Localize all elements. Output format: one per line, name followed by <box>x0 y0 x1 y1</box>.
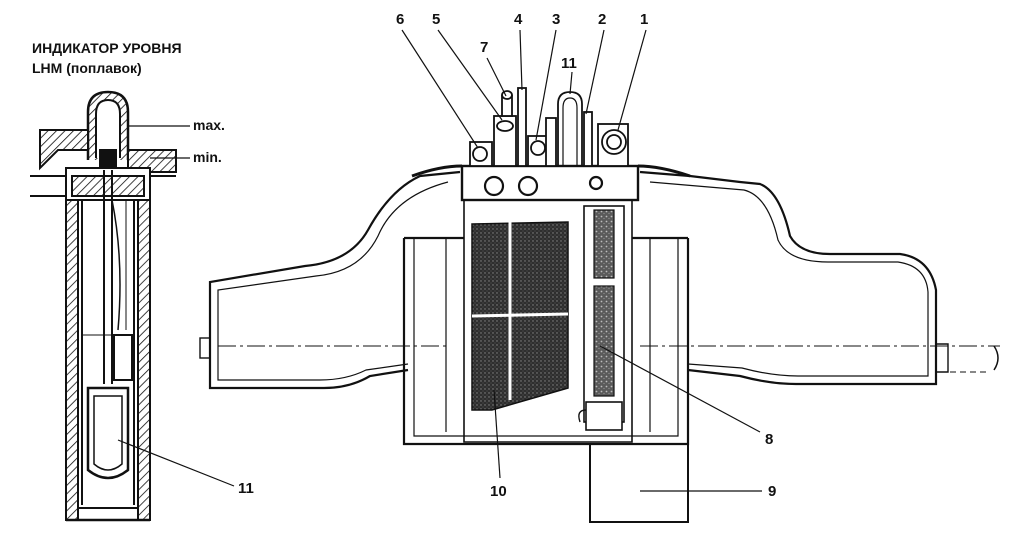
callout-9: 9 <box>768 483 777 500</box>
title-line-1: ИНДИКАТОР УРОВНЯ <box>32 40 182 56</box>
callout-6: 6 <box>396 11 405 28</box>
reservoir-body <box>199 164 1000 523</box>
label-min: min. <box>193 149 222 165</box>
callout-4: 4 <box>514 11 523 28</box>
callout-5: 5 <box>432 11 441 28</box>
callout-10: 10 <box>490 483 507 500</box>
title-line-2: LHM (поплавок) <box>32 60 142 77</box>
suction-strainer <box>578 205 625 431</box>
callout-7: 7 <box>480 39 489 56</box>
float-indicator <box>30 90 177 522</box>
callout-3: 3 <box>552 11 561 28</box>
label-max: max. <box>193 117 225 133</box>
diagram-title: ИНДИКАТОР УРОВНЯ LHM (поплавок) <box>32 38 182 79</box>
callout-11-top: 11 <box>561 55 577 72</box>
float-leaders <box>117 125 235 487</box>
label-float-11: 11 <box>238 480 254 497</box>
callout-8: 8 <box>765 431 774 448</box>
callout-leaders <box>401 29 762 492</box>
callout-1: 1 <box>640 11 649 28</box>
callout-2: 2 <box>598 11 607 28</box>
filter-element <box>471 221 569 411</box>
top-fittings <box>469 87 629 167</box>
